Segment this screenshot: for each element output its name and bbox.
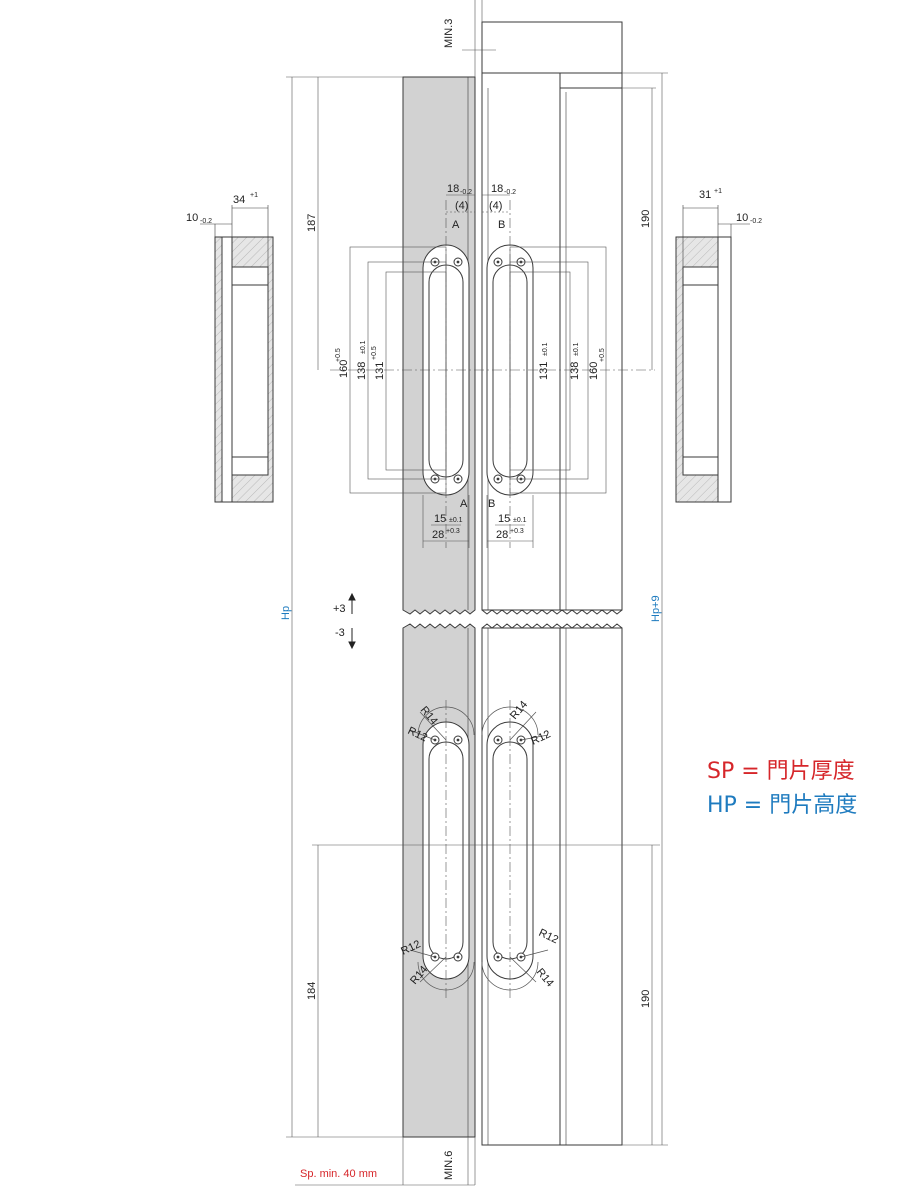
tol-131-right: ±0.1 <box>542 342 549 356</box>
dim-138-left: 138 <box>356 362 368 380</box>
dim-131-right: 131 <box>538 362 550 380</box>
dim-190-top: 190 <box>640 210 652 228</box>
dim-15-right: 15 <box>498 513 510 525</box>
dim-160-right: 160 <box>588 362 600 380</box>
section-a-top: A <box>452 219 460 231</box>
dim-160-left: 160 <box>338 360 350 378</box>
min6-label: MIN.6 <box>443 1151 455 1180</box>
section-b-top: B <box>498 219 505 231</box>
tol-10-left: -0.2 <box>200 218 212 225</box>
tol-10-right: -0.2 <box>750 218 762 225</box>
legend-hp: HP = 門片高度 <box>707 793 857 818</box>
legend-sp: SP = 門片厚度 <box>707 759 855 784</box>
dim-4-left: (4) <box>455 200 468 212</box>
min3-label: MIN.3 <box>443 19 455 48</box>
minus3-label: -3 <box>335 627 345 639</box>
dim-15-left: 15 <box>434 513 446 525</box>
dim-28-right: 28 <box>496 529 508 541</box>
tol-18-right: -0.2 <box>504 189 516 196</box>
dim-18-right: 18 <box>491 183 503 195</box>
dim-34: 34 <box>233 194 245 206</box>
dim-184: 184 <box>306 982 318 1000</box>
dim-4-right: (4) <box>489 200 502 212</box>
dim-138-right: 138 <box>569 362 581 380</box>
tol-160-right: +0.5 <box>599 348 606 362</box>
plus3-label: +3 <box>333 603 346 615</box>
hp-label: Hp <box>280 606 292 620</box>
tol-28-right: +0.3 <box>510 528 524 535</box>
tol-160-left: +0.5 <box>335 348 342 362</box>
tol-34: +1 <box>250 192 258 199</box>
dim-31: 31 <box>699 189 711 201</box>
section-a-bottom: A <box>460 498 468 510</box>
tol-18-left: -0.2 <box>460 189 472 196</box>
dim-10-right: 10 <box>736 212 748 224</box>
tol-138-right: ±0.1 <box>573 342 580 356</box>
dim-28-left: 28 <box>432 529 444 541</box>
tol-31: +1 <box>714 188 722 195</box>
dim-131-left: 131 <box>374 362 386 380</box>
section-left <box>200 205 274 503</box>
dim-18-left: 18 <box>447 183 459 195</box>
dim-187: 187 <box>306 214 318 232</box>
section-right <box>675 205 750 503</box>
hp9-label: Hp+9 <box>650 595 662 622</box>
tol-138-left: ±0.1 <box>360 340 367 354</box>
tol-15-right: ±0.1 <box>513 517 527 524</box>
adjustment-arrows <box>348 592 356 650</box>
tol-131-left: +0.5 <box>371 346 378 360</box>
dimension-lines <box>286 0 668 1186</box>
dim-190-bottom: 190 <box>640 990 652 1008</box>
tol-15-left: ±0.1 <box>449 517 463 524</box>
section-b-bottom: B <box>488 498 495 510</box>
dim-10-left: 10 <box>186 212 198 224</box>
sp-min-label: Sp. min. 40 mm <box>300 1168 377 1180</box>
tol-28-left: +0.3 <box>446 528 460 535</box>
